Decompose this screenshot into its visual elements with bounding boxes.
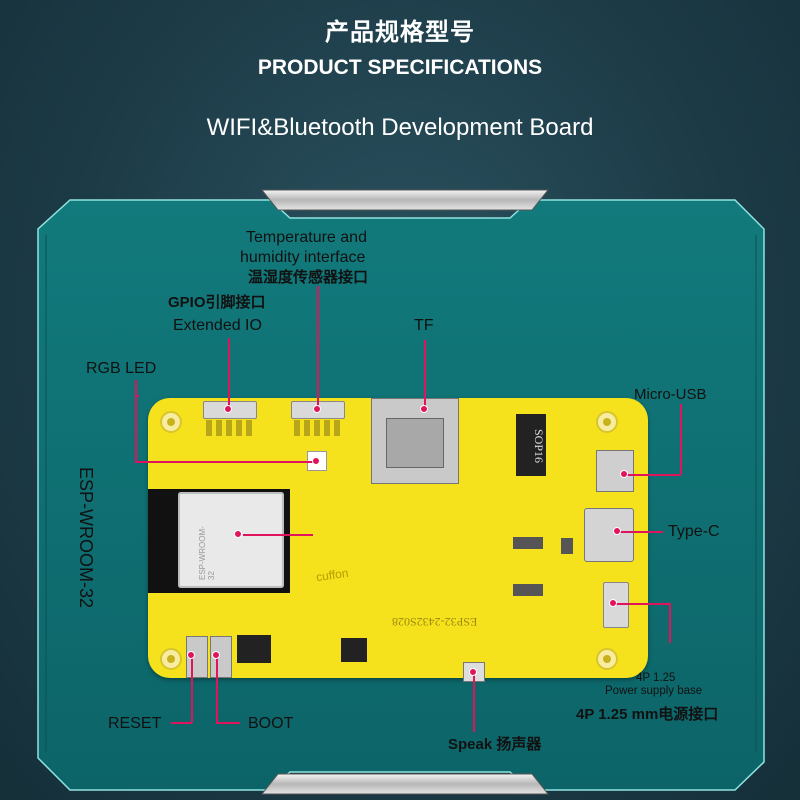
leader-rgb-v bbox=[135, 380, 137, 462]
marker-tf bbox=[420, 405, 428, 413]
marker-microusb bbox=[620, 470, 628, 478]
leader-microusb-v bbox=[680, 404, 682, 474]
page-subtitle: WIFI&Bluetooth Development Board bbox=[206, 114, 594, 141]
label-type-c: Type-C bbox=[668, 523, 720, 540]
marker-temp bbox=[313, 405, 321, 413]
leader-tf bbox=[424, 340, 426, 410]
micro-usb-port bbox=[596, 450, 634, 492]
mounting-hole-top-right bbox=[596, 411, 618, 433]
temp-pads bbox=[294, 420, 340, 436]
usb-serial-chip bbox=[237, 635, 271, 663]
type-c-port bbox=[584, 508, 634, 562]
leader-gpio bbox=[228, 338, 230, 410]
label-temp-line1: Temperature and bbox=[246, 229, 367, 246]
label-speak: Speak 扬声器 bbox=[448, 736, 542, 753]
tf-card-slot-inner bbox=[386, 418, 444, 468]
leader-boot-h bbox=[216, 722, 240, 724]
marker-rgb bbox=[312, 457, 320, 465]
gpio-pads bbox=[206, 420, 252, 436]
leader-power-h bbox=[613, 603, 670, 605]
mounting-hole-bottom-right bbox=[596, 648, 618, 670]
smd-component-2 bbox=[513, 584, 543, 596]
sop16-chip bbox=[516, 414, 546, 476]
leader-speak bbox=[473, 672, 475, 732]
label-rgb-led: RGB LED bbox=[86, 360, 157, 377]
model-silkscreen: ESP32-2432S028 bbox=[392, 615, 478, 629]
marker-esp bbox=[234, 530, 242, 538]
label-power-small-2: Power supply base bbox=[605, 685, 703, 697]
sop16-chip-label: SOP16 bbox=[532, 428, 546, 463]
marker-reset bbox=[187, 651, 195, 659]
label-gpio-line2: Extended IO bbox=[173, 317, 262, 334]
marker-power bbox=[609, 599, 617, 607]
esp32-module-shield bbox=[178, 492, 284, 588]
leader-power-v bbox=[669, 603, 671, 643]
page-title-english: PRODUCT SPECIFICATIONS bbox=[257, 56, 543, 79]
leader-reset-v bbox=[191, 655, 193, 723]
tf-card-slot bbox=[371, 398, 459, 484]
leader-microusb-h bbox=[624, 474, 681, 476]
marker-boot bbox=[212, 651, 220, 659]
label-power-small-1: 4P 1.25 bbox=[636, 672, 676, 684]
smd-component-3 bbox=[561, 538, 573, 554]
boot-button[interactable] bbox=[210, 636, 232, 678]
marker-typec bbox=[613, 527, 621, 535]
label-micro-usb: Micro-USB bbox=[634, 386, 707, 403]
label-esp-module: ESP-WROOM-32 bbox=[76, 467, 96, 609]
smd-component-1 bbox=[513, 537, 543, 549]
label-power-main: 4P 1.25 mm电源接口 bbox=[576, 706, 719, 723]
label-gpio-line1: GPIO引脚接口 bbox=[168, 294, 266, 311]
label-boot: BOOT bbox=[248, 715, 294, 732]
marker-gpio bbox=[224, 405, 232, 413]
page-title-chinese: 产品规格型号 bbox=[325, 18, 475, 46]
leader-rgb-h bbox=[135, 461, 315, 463]
mounting-hole-top-left bbox=[160, 411, 182, 433]
marker-speak bbox=[469, 668, 477, 676]
label-temp-line2: humidity interface bbox=[240, 249, 366, 266]
mounting-hole-bottom-left bbox=[160, 648, 182, 670]
label-temp-line3: 温湿度传感器接口 bbox=[248, 269, 369, 286]
leader-rgb-stub bbox=[135, 395, 139, 397]
leader-temp bbox=[317, 286, 319, 410]
leader-boot-v bbox=[216, 655, 218, 723]
audio-amp-chip bbox=[341, 638, 367, 662]
leader-typec bbox=[617, 531, 663, 533]
leader-reset-h bbox=[171, 722, 192, 724]
esp32-module-text: ESP-WROOM-32 bbox=[198, 526, 216, 580]
leader-esp bbox=[243, 534, 313, 536]
label-reset: RESET bbox=[108, 715, 162, 732]
label-tf: TF bbox=[414, 317, 434, 334]
